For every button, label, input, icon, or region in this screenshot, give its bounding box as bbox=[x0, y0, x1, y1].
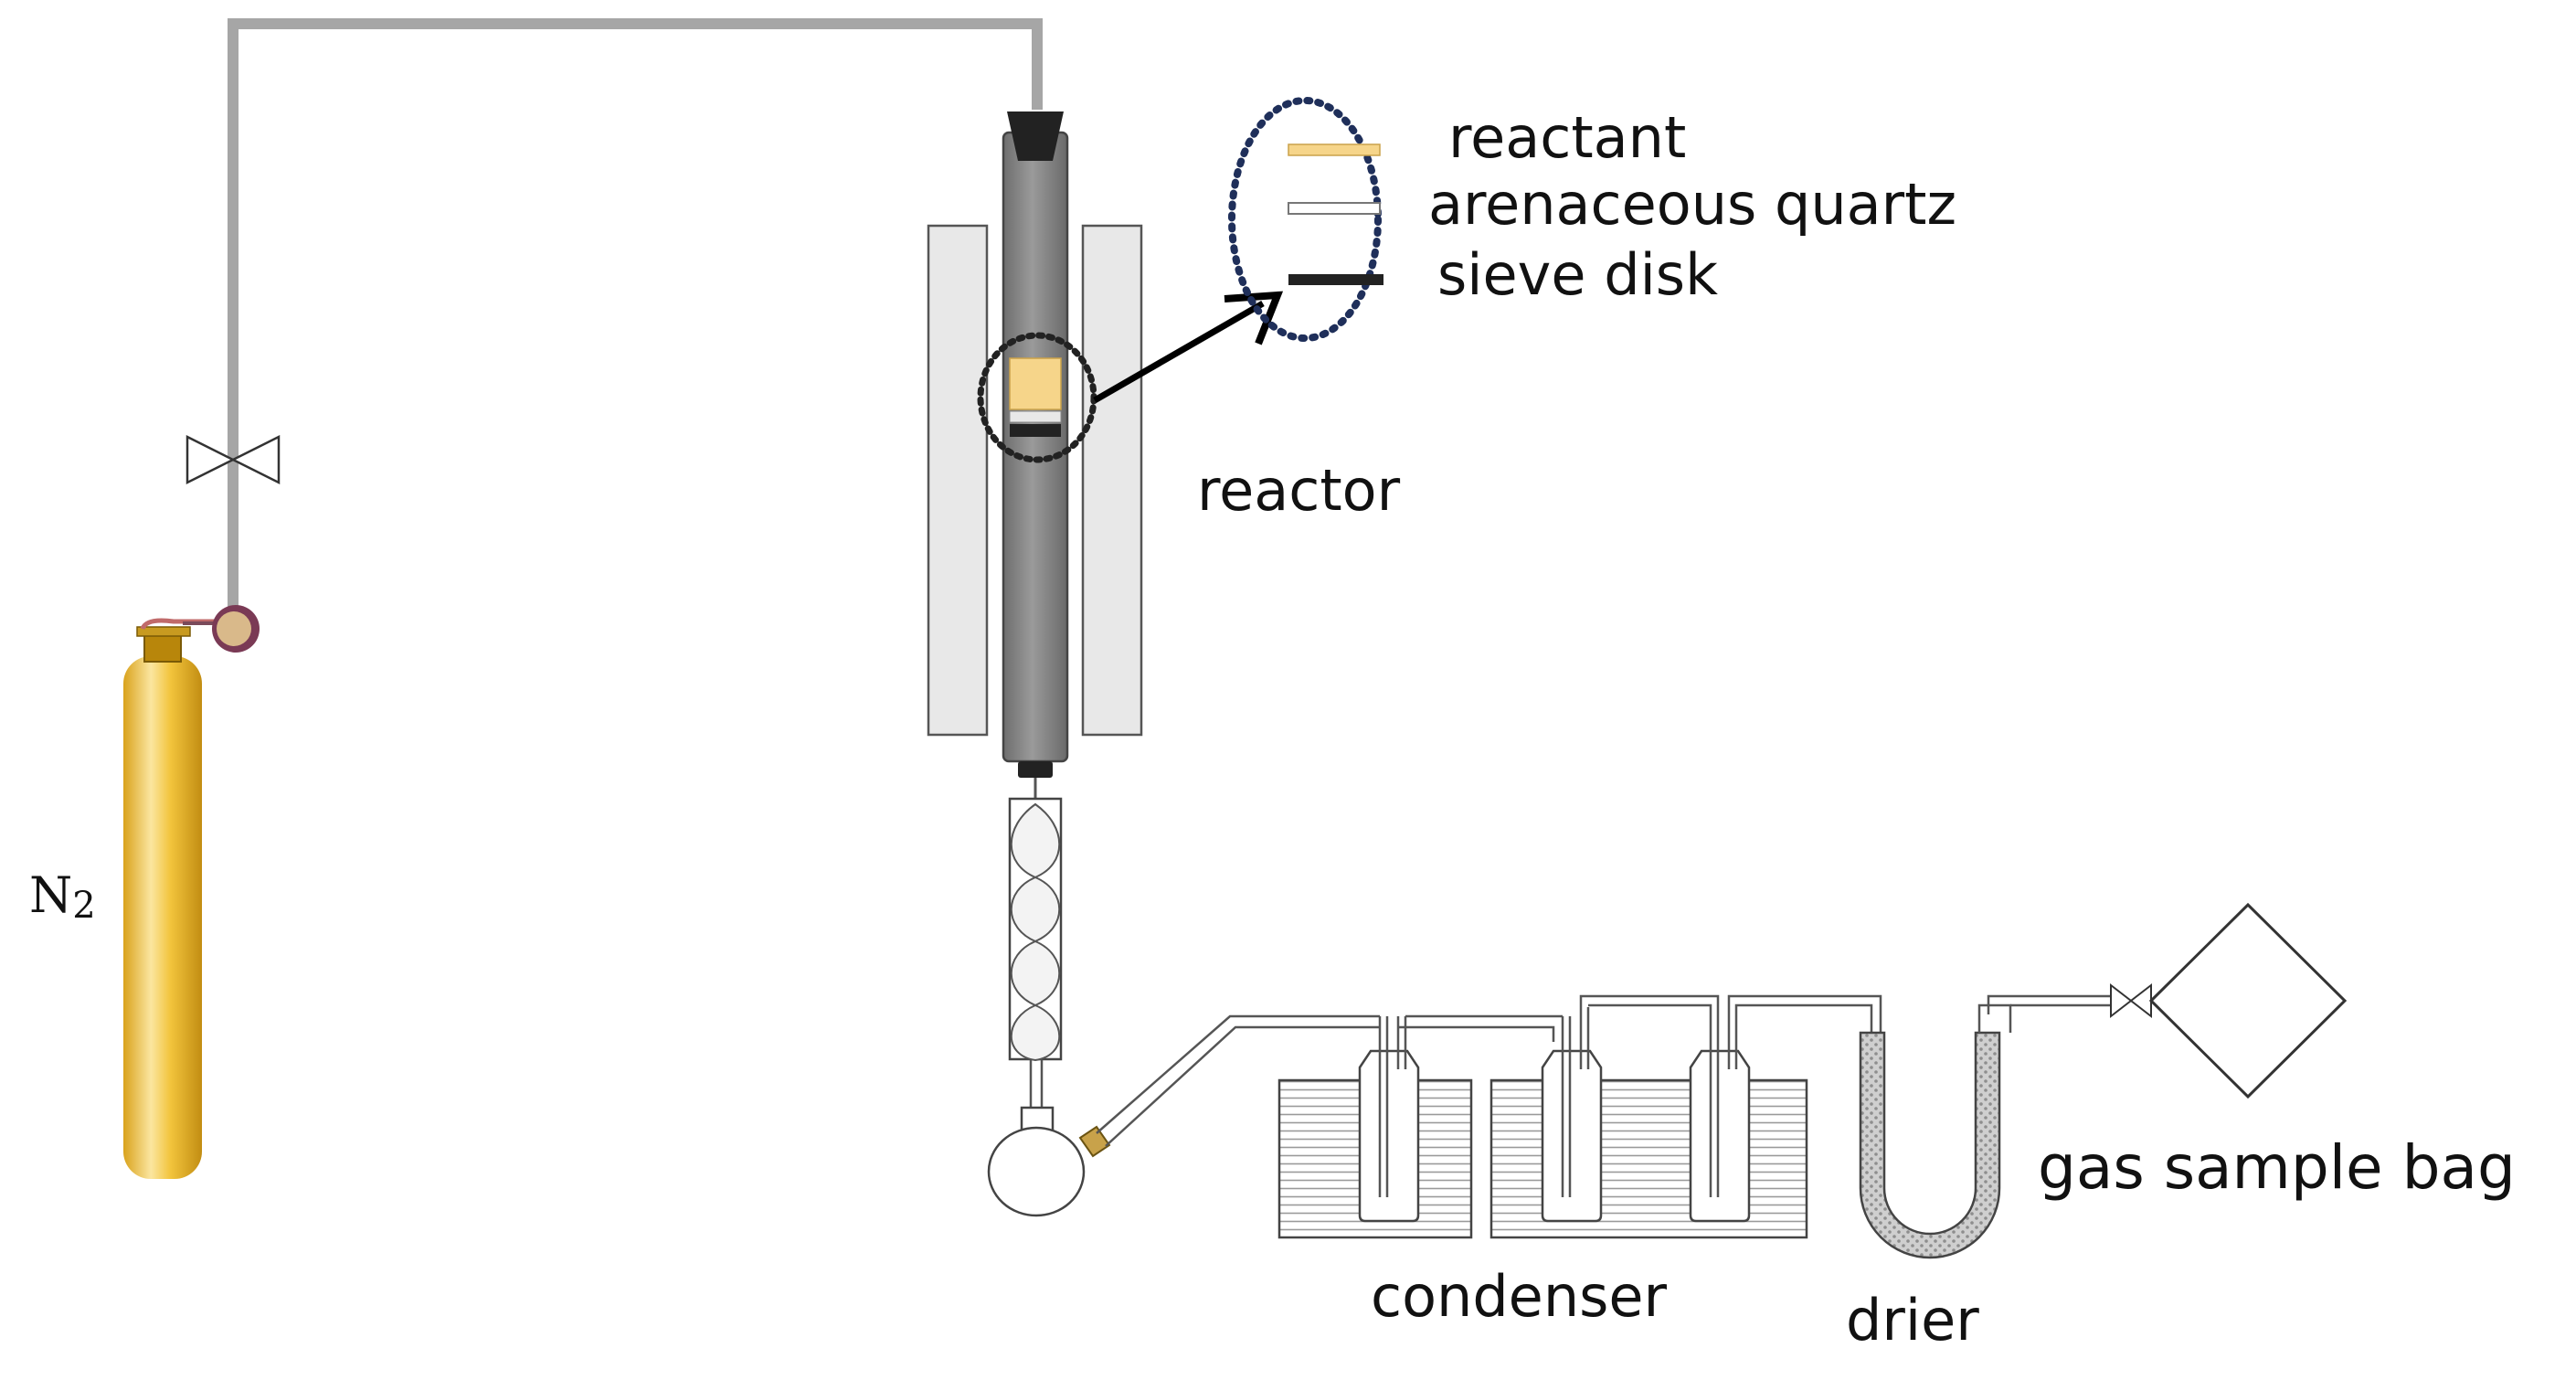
collection-flask bbox=[987, 1106, 1111, 1217]
gas-sample-bag bbox=[2148, 902, 2348, 1099]
arenaceous-quartz-label: arenaceous quartz bbox=[1428, 171, 1956, 238]
pressure-regulator-icon bbox=[212, 605, 260, 653]
n2-cylinder bbox=[123, 618, 219, 1179]
n2-label: N2 bbox=[29, 866, 96, 927]
reactant-swatch bbox=[1288, 143, 1381, 156]
reactor-tube bbox=[1002, 111, 1069, 778]
outlet-gas-line bbox=[1096, 1014, 1352, 1147]
u-tube-drier bbox=[1859, 994, 2019, 1259]
drier-label: drier bbox=[1846, 1287, 1979, 1353]
furnace bbox=[927, 224, 1143, 737]
gas-sample-bag-label: gas sample bag bbox=[2038, 1132, 2516, 1203]
bulb-condenser-column bbox=[1008, 778, 1063, 1108]
reactor-label: reactor bbox=[1197, 457, 1401, 524]
bag-valve-icon bbox=[2110, 982, 2152, 1019]
impinger-bottle-2 bbox=[1541, 1016, 1603, 1223]
quartz-swatch bbox=[1288, 202, 1381, 215]
bag-feed-line bbox=[2010, 994, 2111, 1007]
sieve-disk-label: sieve disk bbox=[1437, 241, 1718, 308]
condenser-label: condenser bbox=[1371, 1263, 1668, 1330]
sieve-disk-swatch bbox=[1288, 274, 1383, 285]
callout-legend bbox=[1228, 97, 1383, 342]
reactor-sample-zone bbox=[977, 332, 1097, 463]
n2-feed-pipe bbox=[228, 18, 1043, 610]
condenser-bath-2 bbox=[1489, 1078, 1808, 1239]
interconnect-tubing bbox=[1352, 994, 1882, 1042]
impinger-bottle-1 bbox=[1358, 1016, 1420, 1223]
impinger-bottle-3 bbox=[1689, 1016, 1751, 1223]
detail-arrow bbox=[1093, 291, 1284, 404]
feed-valve-icon bbox=[186, 434, 281, 485]
reactant-label: reactant bbox=[1448, 104, 1686, 171]
